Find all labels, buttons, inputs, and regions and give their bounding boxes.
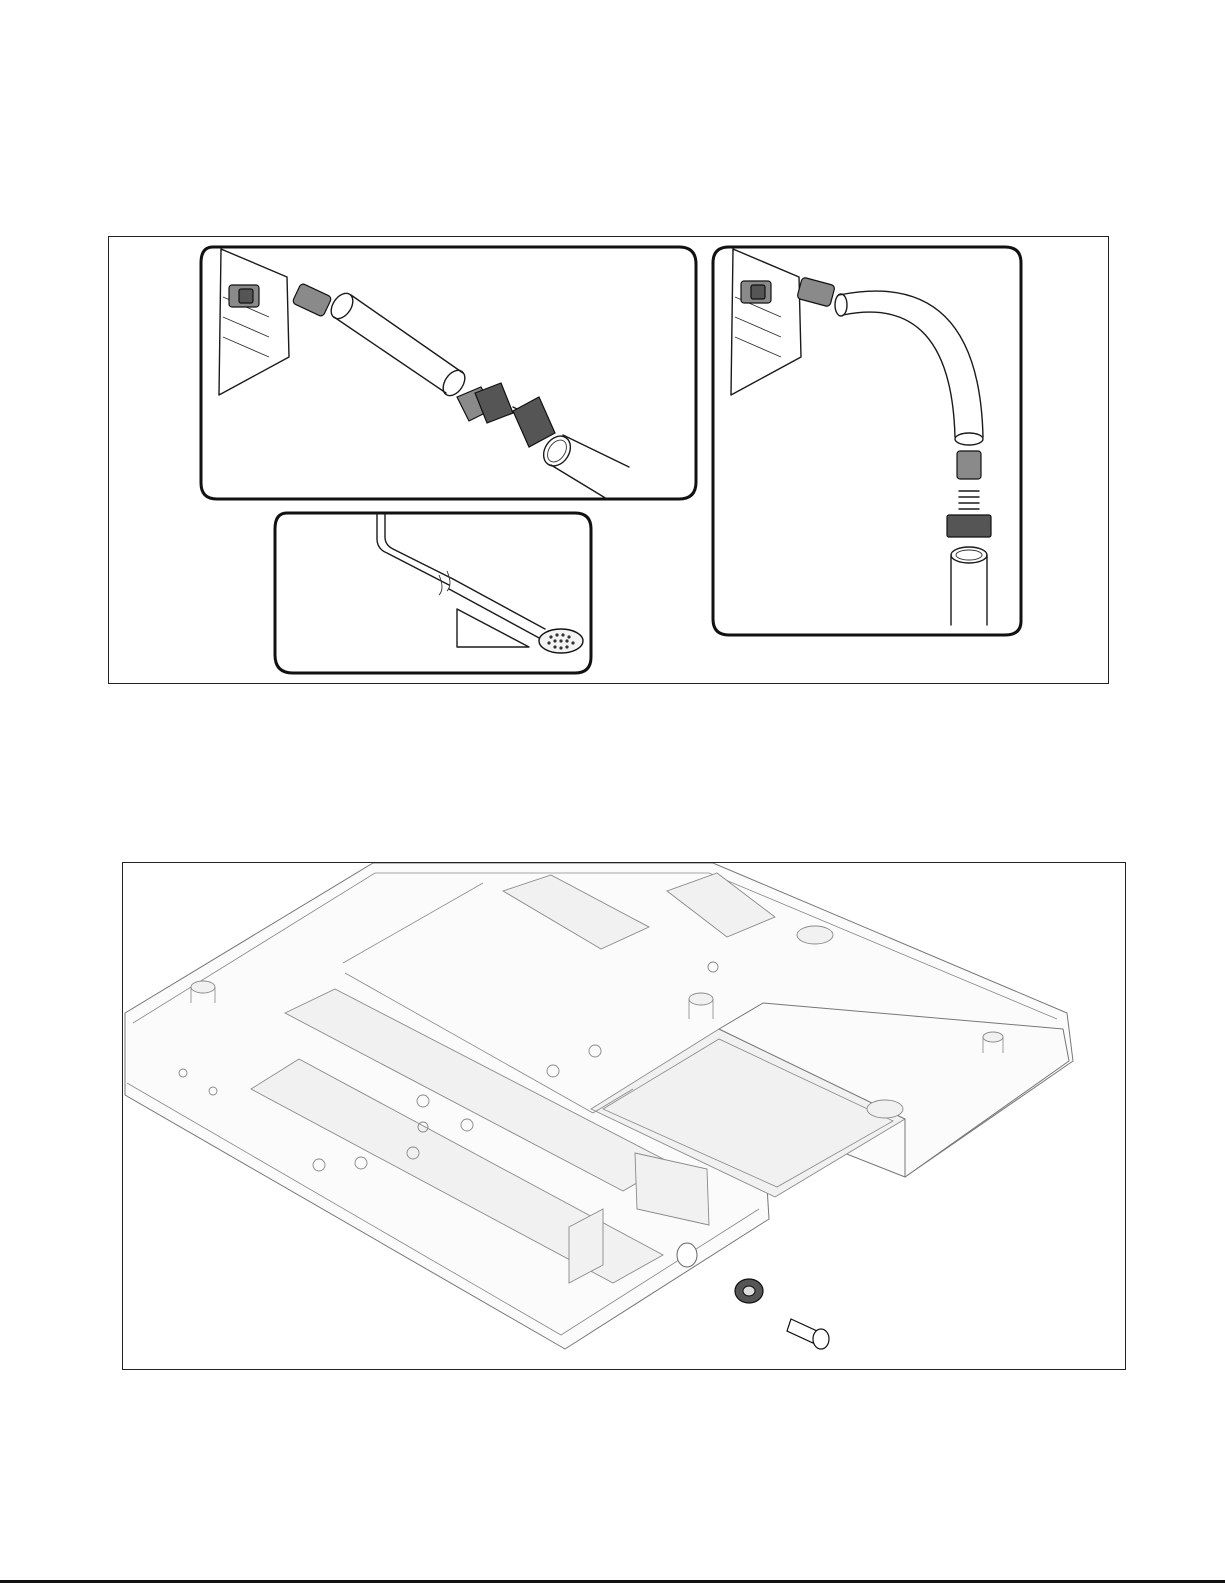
cap-icon-2	[867, 1100, 903, 1118]
post-icon	[689, 993, 713, 1005]
rigid-pipe-panel	[201, 247, 696, 499]
grommet-part	[735, 1279, 763, 1303]
flexible-hose-panel	[713, 247, 1021, 635]
drain-port-icon	[677, 1243, 697, 1267]
floor-drain-panel	[275, 513, 591, 673]
housing-exploded-illustration	[123, 863, 1127, 1371]
hose-barb-icon	[957, 451, 981, 479]
drain-plug-part	[787, 1319, 829, 1349]
cap-icon	[797, 926, 833, 944]
boss-icon	[191, 981, 215, 993]
footer-rule	[0, 1580, 1225, 1583]
drain-connection-illustration	[109, 237, 1110, 685]
bottom-housing-figure	[122, 862, 1126, 1370]
housing-base	[125, 863, 1073, 1349]
drain-connection-figure	[108, 236, 1109, 684]
pipe-adapter-icon	[947, 515, 991, 537]
